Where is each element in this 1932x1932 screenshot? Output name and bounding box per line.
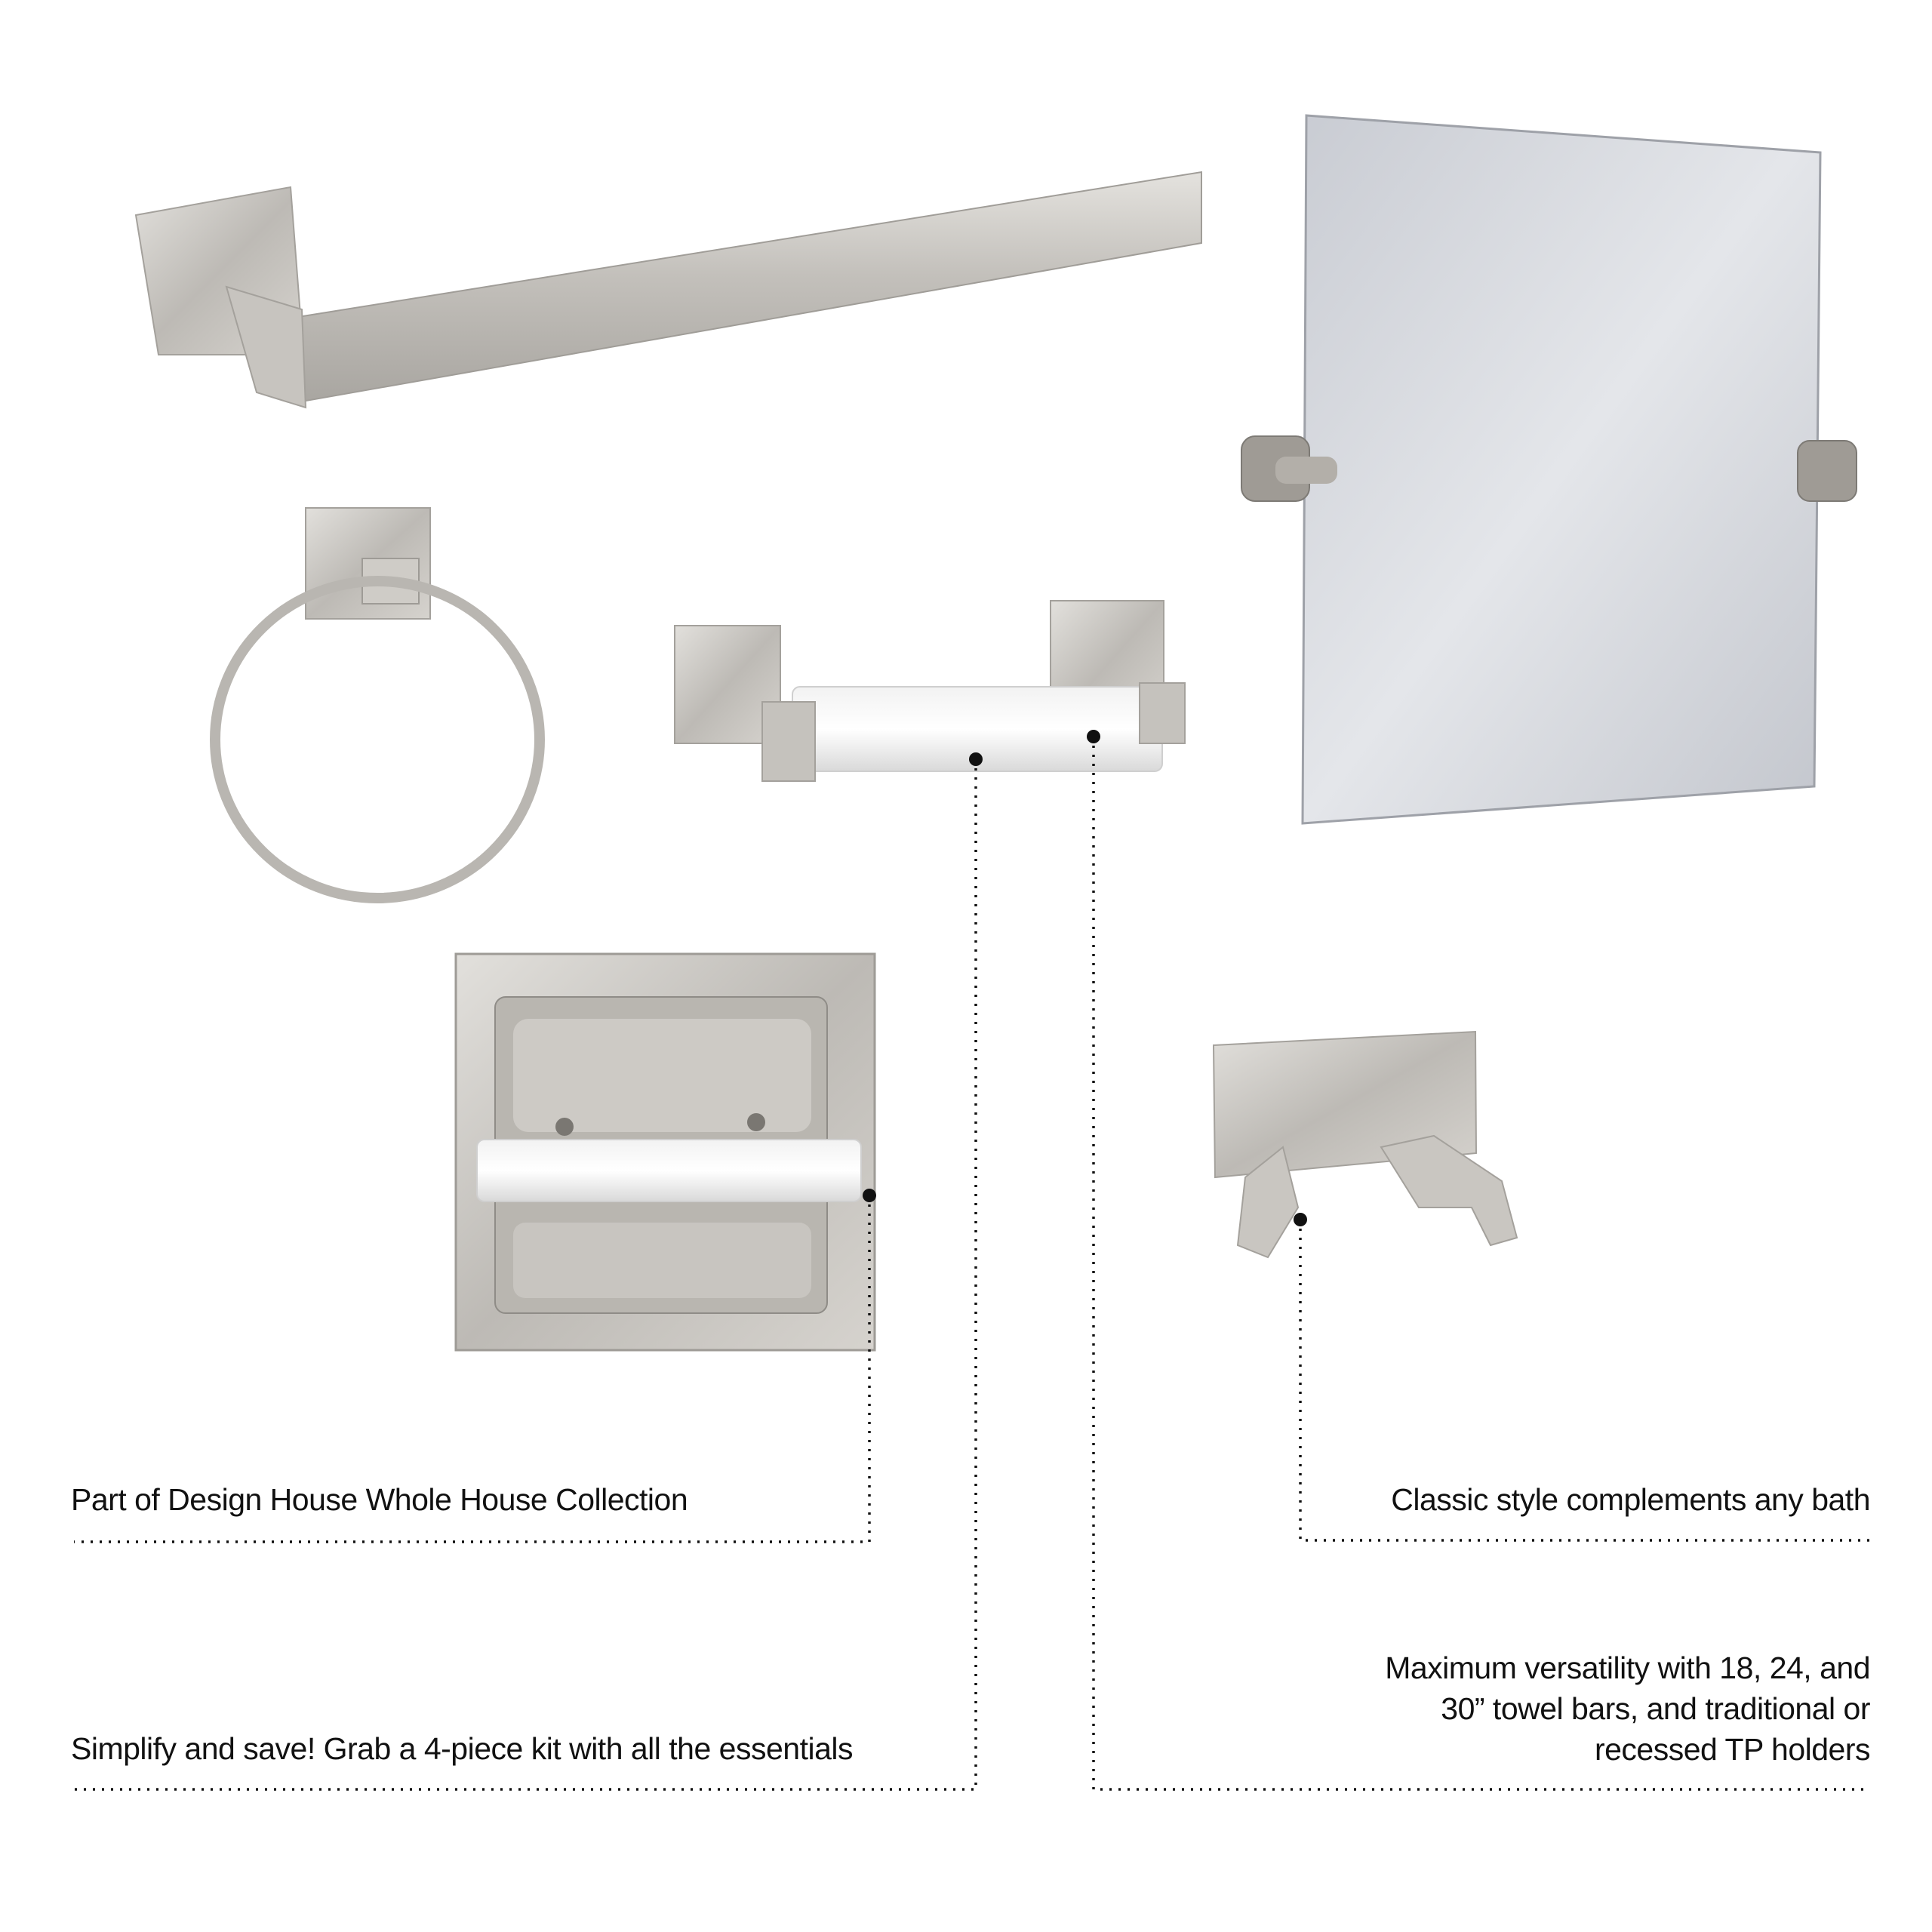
callout-collection: [74, 1195, 871, 1543]
feature-collection: Part of Design House Whole House Collect…: [71, 1482, 688, 1517]
feature-versatility: Maximum versatility with 18, 24, and 30”…: [1385, 1647, 1870, 1770]
tilting-mirror: [1241, 114, 1857, 825]
double-robe-hook: [1212, 1030, 1518, 1259]
feature-versatility-line: 30” towel bars, and traditional or: [1441, 1691, 1870, 1726]
recessed-toilet-paper-holder: [454, 952, 876, 1352]
towel-ring: [210, 507, 545, 903]
toilet-paper-holder: [674, 600, 1186, 782]
feature-kit: Simplify and save! Grab a 4-piece kit wi…: [71, 1731, 854, 1766]
callout-kit: [74, 759, 977, 1791]
feature-style: Classic style complements any bath: [1391, 1482, 1870, 1517]
feature-versatility-line: recessed TP holders: [1594, 1732, 1871, 1767]
callout-dots: [863, 730, 1307, 1226]
towel-bar: [134, 171, 1202, 409]
callout-versatility: [1092, 737, 1870, 1791]
callout-lines: [74, 737, 1870, 1791]
feature-versatility-line: Maximum versatility with 18, 24, and: [1385, 1651, 1870, 1685]
